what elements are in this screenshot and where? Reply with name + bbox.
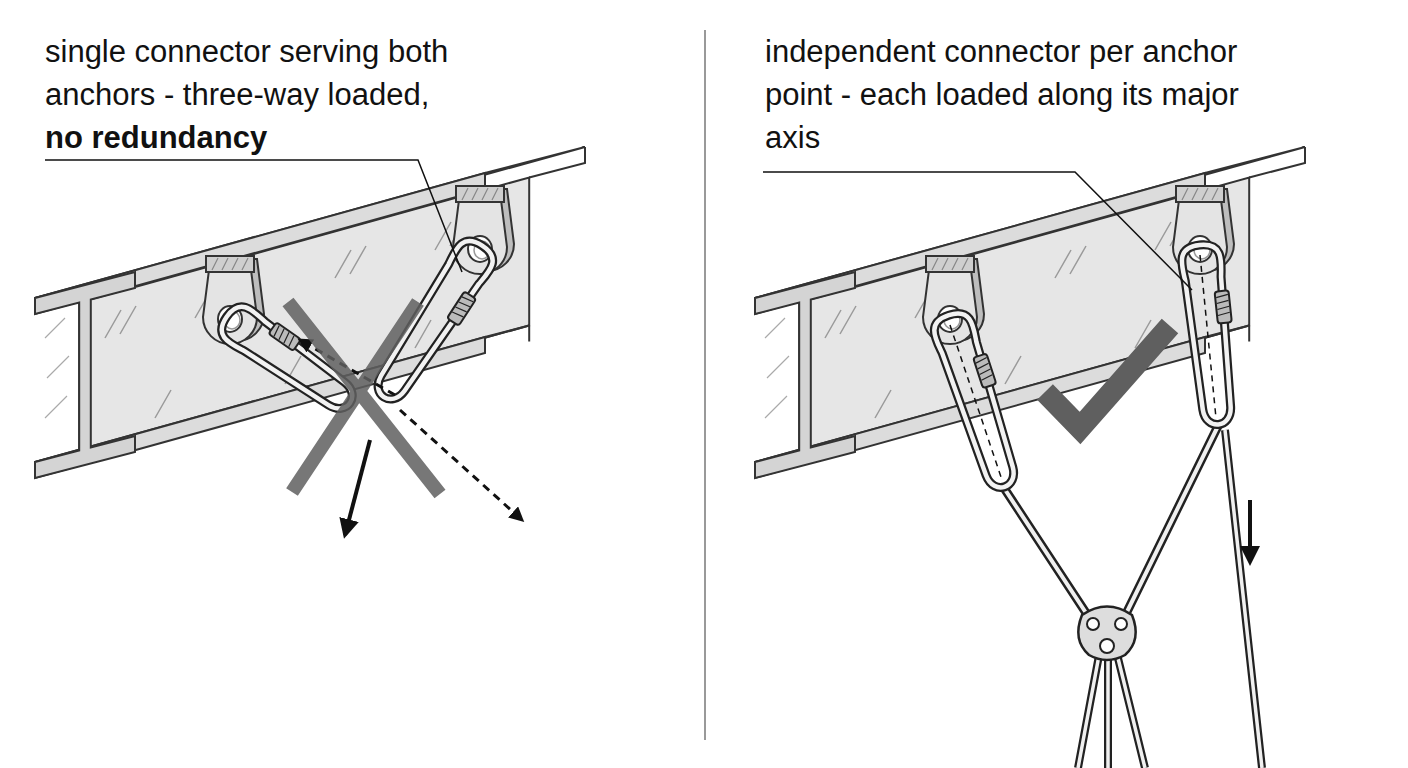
padeye: [203, 256, 264, 344]
plate-hole: [1115, 618, 1127, 630]
major-axis-line: [950, 255, 1216, 480]
wrong-cross: [288, 302, 440, 494]
carabiner: [367, 235, 502, 410]
sling-core: [1004, 426, 1218, 622]
carabiner: [1180, 243, 1242, 427]
rigging-plate: [1078, 607, 1135, 661]
i-beam: [35, 147, 585, 478]
correct-check: [1045, 326, 1170, 428]
sling: [1004, 426, 1218, 622]
plate-hole: [1100, 639, 1114, 653]
plate-hole: [1087, 618, 1099, 630]
load-arrow: [1248, 500, 1252, 562]
leader-line: [763, 172, 1192, 290]
callout-text: no redundancy: [45, 116, 525, 159]
panel-divider: [704, 30, 706, 740]
i-beam: [755, 147, 1305, 478]
callout-text: independent connector per anchor point -…: [765, 30, 1245, 159]
load-arrow: [345, 440, 370, 535]
carabiner: [930, 308, 1027, 493]
rope: [1078, 430, 1262, 768]
padeye: [453, 186, 514, 274]
rope-core: [1078, 430, 1262, 768]
callout-text: single connector serving both anchors - …: [45, 30, 545, 116]
leader-line: [45, 160, 462, 272]
